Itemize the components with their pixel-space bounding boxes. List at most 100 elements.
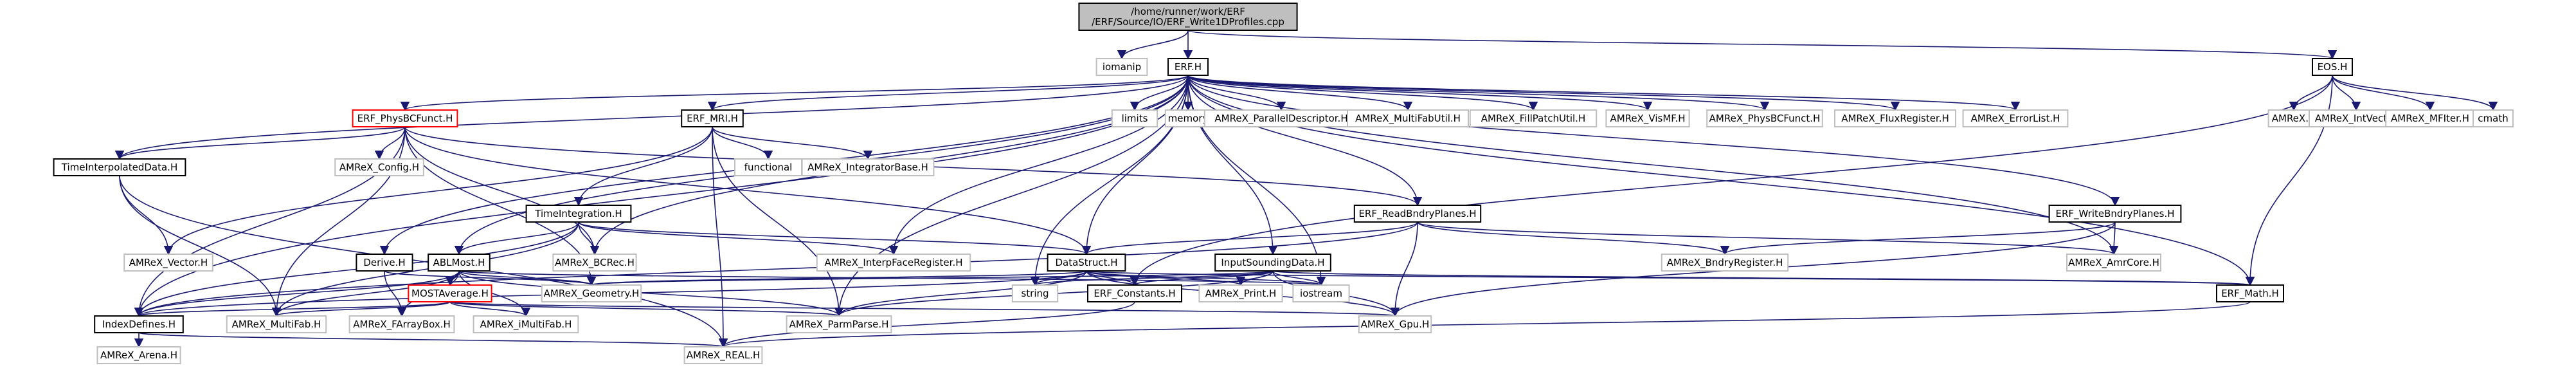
node-box-amrex_parmparse xyxy=(786,315,892,333)
node-timeinterp[interactable]: TimeInterpolatedData.H xyxy=(53,158,186,176)
node-box-datastruct xyxy=(1047,254,1126,272)
edge-eos_h-to-cmath xyxy=(2332,75,2498,111)
edge-timeintegration-to-datastruct xyxy=(578,221,1091,255)
node-box-amrex_physbc xyxy=(1706,109,1823,127)
node-box-amrex_bndryreg xyxy=(1661,254,1789,272)
node-label-erf_h: ERF.H xyxy=(1175,61,1202,73)
node-datastruct[interactable]: DataStruct.H xyxy=(1047,254,1126,272)
node-label-amrex_config: AMReX_Config.H xyxy=(339,162,419,174)
node-root[interactable]: /home/runner/work/ERF/ERF/Source/IO/ERF_… xyxy=(1078,3,1298,31)
edge-root-to-iomanip xyxy=(1117,30,1189,60)
node-amrex_amrcore: AMReX_AmrCore.H xyxy=(2066,254,2161,272)
node-box-writebndry xyxy=(2048,205,2182,223)
node-box-derive_h xyxy=(356,254,413,272)
node-box-amrex_farraybox xyxy=(348,315,455,333)
node-derive_h[interactable]: Derive.H xyxy=(356,254,413,272)
edge-erf_math-to-amrex_real xyxy=(719,301,2251,348)
node-indexdefines[interactable]: IndexDefines.H xyxy=(94,315,184,333)
edge-erf_h-to-physbc_funct xyxy=(401,75,1189,111)
edge-physbc_funct-to-datastruct xyxy=(404,126,1092,255)
node-label-amrex_mfutil: AMReX_MultiFabUtil.H xyxy=(1355,113,1461,125)
node-box-eos_h xyxy=(2312,58,2353,76)
edge-erf_h-to-inputsounding xyxy=(1187,75,1278,255)
node-amrex_vismf: AMReX_VisMF.H xyxy=(1605,109,1690,127)
node-erf_math[interactable]: ERF_Math.H xyxy=(2216,284,2284,302)
edge-root-to-eos_h xyxy=(1187,30,2337,60)
node-eos_h[interactable]: EOS.H xyxy=(2312,58,2353,76)
node-label-amrex_interpreg: AMReX_InterpFaceRegister.H xyxy=(824,257,962,269)
node-label-memory: memory xyxy=(1168,113,1209,124)
node-iomanip: iomanip xyxy=(1095,58,1148,76)
node-box-erf_math xyxy=(2216,284,2284,302)
edge-erf_h-to-amrex_pardesc xyxy=(1187,75,1286,111)
node-ablmost[interactable]: ABLMost.H xyxy=(428,254,491,272)
edge-ablmost-to-iostream xyxy=(458,270,1325,286)
node-label-functional: functional xyxy=(744,162,793,173)
node-box-amrex_print xyxy=(1198,284,1283,302)
node-inputsounding[interactable]: InputSoundingData.H xyxy=(1214,254,1331,272)
node-box-iomanip xyxy=(1095,58,1148,76)
node-box-erf_constants xyxy=(1087,284,1182,302)
node-box-limits xyxy=(1111,109,1158,127)
edge-inputsounding-to-erf_math xyxy=(1272,270,2254,286)
edge-inputsounding-to-string xyxy=(1031,270,1274,286)
node-box-readbndry xyxy=(1353,205,1482,223)
node-box-amrex_errlist xyxy=(1962,109,2069,127)
node-amrex_fluxreg: AMReX_FluxRegister.H xyxy=(1834,109,1956,127)
node-amrex_parmparse: AMReX_ParmParse.H xyxy=(786,315,892,333)
edge-writebndry-to-amrex_amrcore xyxy=(2109,221,2119,255)
edge-timeintegration-to-amrex_bcrec xyxy=(578,221,600,255)
node-cmath: cmath xyxy=(2472,109,2514,127)
edge-physbc_funct-to-indexdefines xyxy=(134,126,406,317)
node-memory: memory xyxy=(1164,109,1212,127)
node-box-ablmost xyxy=(428,254,491,272)
node-amrex_imultifab: AMReX_iMultiFab.H xyxy=(473,315,579,333)
node-box-root xyxy=(1078,3,1298,31)
edge-timeintegration-to-amrex_multifab xyxy=(271,221,579,317)
node-amrex_geometry: AMReX_Geometry.H xyxy=(541,284,642,302)
node-box-amrex_fillpatch xyxy=(1469,109,1598,127)
node-amrex_multifab: AMReX_MultiFab.H xyxy=(226,315,327,333)
node-amrex_fillpatch: AMReX_FillPatchUtil.H xyxy=(1469,109,1598,127)
node-amrex_bcrec: AMReX_BCRec.H xyxy=(552,254,637,272)
edge-eos_h-to-amrex_mfiter xyxy=(2332,75,2435,111)
node-box-physbc_funct xyxy=(352,109,458,127)
node-timeintegration[interactable]: TimeIntegration.H xyxy=(525,205,632,223)
edge-inputsounding-to-erf_constants xyxy=(1130,270,1274,286)
edge-readbndry-to-indexdefines xyxy=(134,221,1418,317)
node-box-indexdefines xyxy=(94,315,184,333)
edge-most_avg-to-amrex_parmparse xyxy=(449,301,843,317)
node-erf_mri[interactable]: ERF_MRI.H xyxy=(681,109,744,127)
edge-erf_h-to-amrex_amrcore xyxy=(1187,75,2119,255)
edge-erf_mri-to-amrex_intbase xyxy=(712,126,873,160)
node-box-amrex_arena xyxy=(96,346,181,364)
node-box-erf_h xyxy=(1167,58,1209,76)
node-label-iomanip: iomanip xyxy=(1103,61,1141,73)
node-writebndry[interactable]: ERF_WriteBndryPlanes.H xyxy=(2048,205,2182,223)
edge-physbc_funct-to-timeinterp xyxy=(115,126,406,160)
node-erf_constants[interactable]: ERF_Constants.H xyxy=(1087,284,1182,302)
edge-writebndry-to-amrex_bndryreg xyxy=(1720,221,2116,255)
edge-erf_h-to-datastruct xyxy=(1081,75,1189,255)
node-amrex_print: AMReX_Print.H xyxy=(1198,284,1283,302)
edge-erf_h-to-limits xyxy=(1130,75,1189,111)
node-label-erf_constants: ERF_Constants.H xyxy=(1094,288,1175,300)
edge-readbndry-to-amrex_gpu xyxy=(1390,221,1418,317)
node-box-amrex_geometry xyxy=(541,284,642,302)
edge-ablmost-to-amrex_multifab xyxy=(271,270,460,317)
edge-erf_constants-to-amrex_real xyxy=(719,301,1135,348)
node-box-amrex_vector xyxy=(123,254,213,272)
node-iostream: iostream xyxy=(1292,284,1350,302)
edge-timeinterp-to-amrex_multifab xyxy=(119,175,282,317)
edge-erf_h-to-amrex_interpreg xyxy=(888,75,1189,255)
node-readbndry[interactable]: ERF_ReadBndryPlanes.H xyxy=(1353,205,1482,223)
edge-most_avg-to-amrex_gpu xyxy=(449,301,1399,317)
node-erf_h[interactable]: ERF.H xyxy=(1167,58,1209,76)
node-most_avg[interactable]: MOSTAverage.H xyxy=(408,284,492,302)
node-physbc_funct[interactable]: ERF_PhysBCFunct.H xyxy=(352,109,458,127)
node-label-amrex_h: AMReX.H xyxy=(2272,113,2316,124)
node-label-cmath: cmath xyxy=(2478,113,2508,124)
edge-readbndry-to-amrex_amrcore xyxy=(1417,221,2118,255)
node-box-amrex_bcrec xyxy=(552,254,637,272)
node-box-string xyxy=(1011,284,1059,302)
